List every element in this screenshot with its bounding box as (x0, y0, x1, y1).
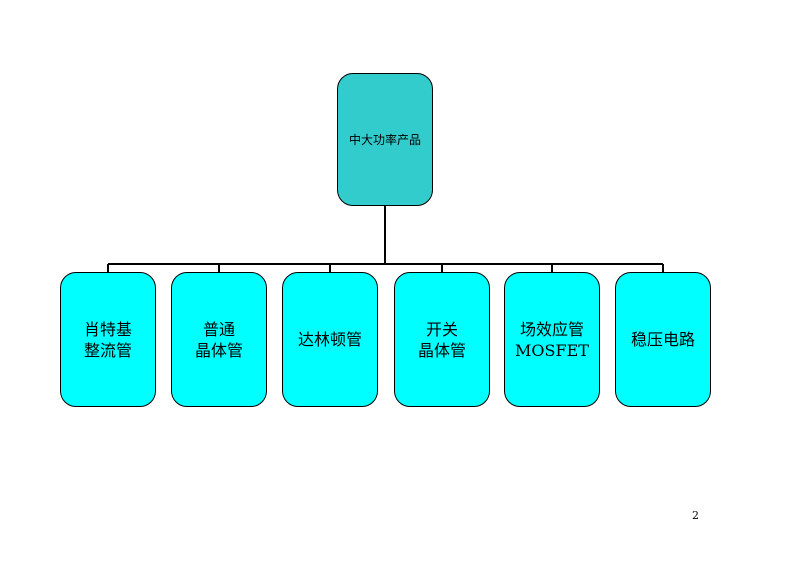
child-node-switching-transistor: 开关 晶体管 (394, 272, 490, 407)
child-node-voltage-regulator: 稳压电路 (615, 272, 711, 407)
root-node: 中大功率产品 (337, 73, 433, 206)
child-node-darlington: 达林顿管 (282, 272, 378, 407)
page-number: 2 (692, 509, 699, 522)
child-node-general-transistor: 普通 晶体管 (171, 272, 267, 407)
child-node-label-line: 开关 (425, 319, 458, 339)
child-node-label-line: 达林顿管 (297, 330, 362, 349)
child-node-label-line: 晶体管 (417, 340, 466, 360)
child-node-label-line: 整流管 (83, 340, 132, 360)
child-node-label-line: 场效应管 (519, 319, 584, 339)
root-node-label: 中大功率产品 (348, 133, 421, 147)
child-node-mosfet: 场效应管 MOSFET (504, 272, 600, 407)
child-node-label-line: 稳压电路 (630, 330, 695, 349)
child-node-label-line: 晶体管 (194, 340, 243, 360)
child-node-label-line: 肖特基 (83, 319, 132, 339)
child-node-schottky-rectifier: 肖特基 整流管 (60, 272, 156, 407)
child-node-label-line: 普通 (202, 319, 235, 339)
child-node-label-line: MOSFET (515, 340, 589, 360)
